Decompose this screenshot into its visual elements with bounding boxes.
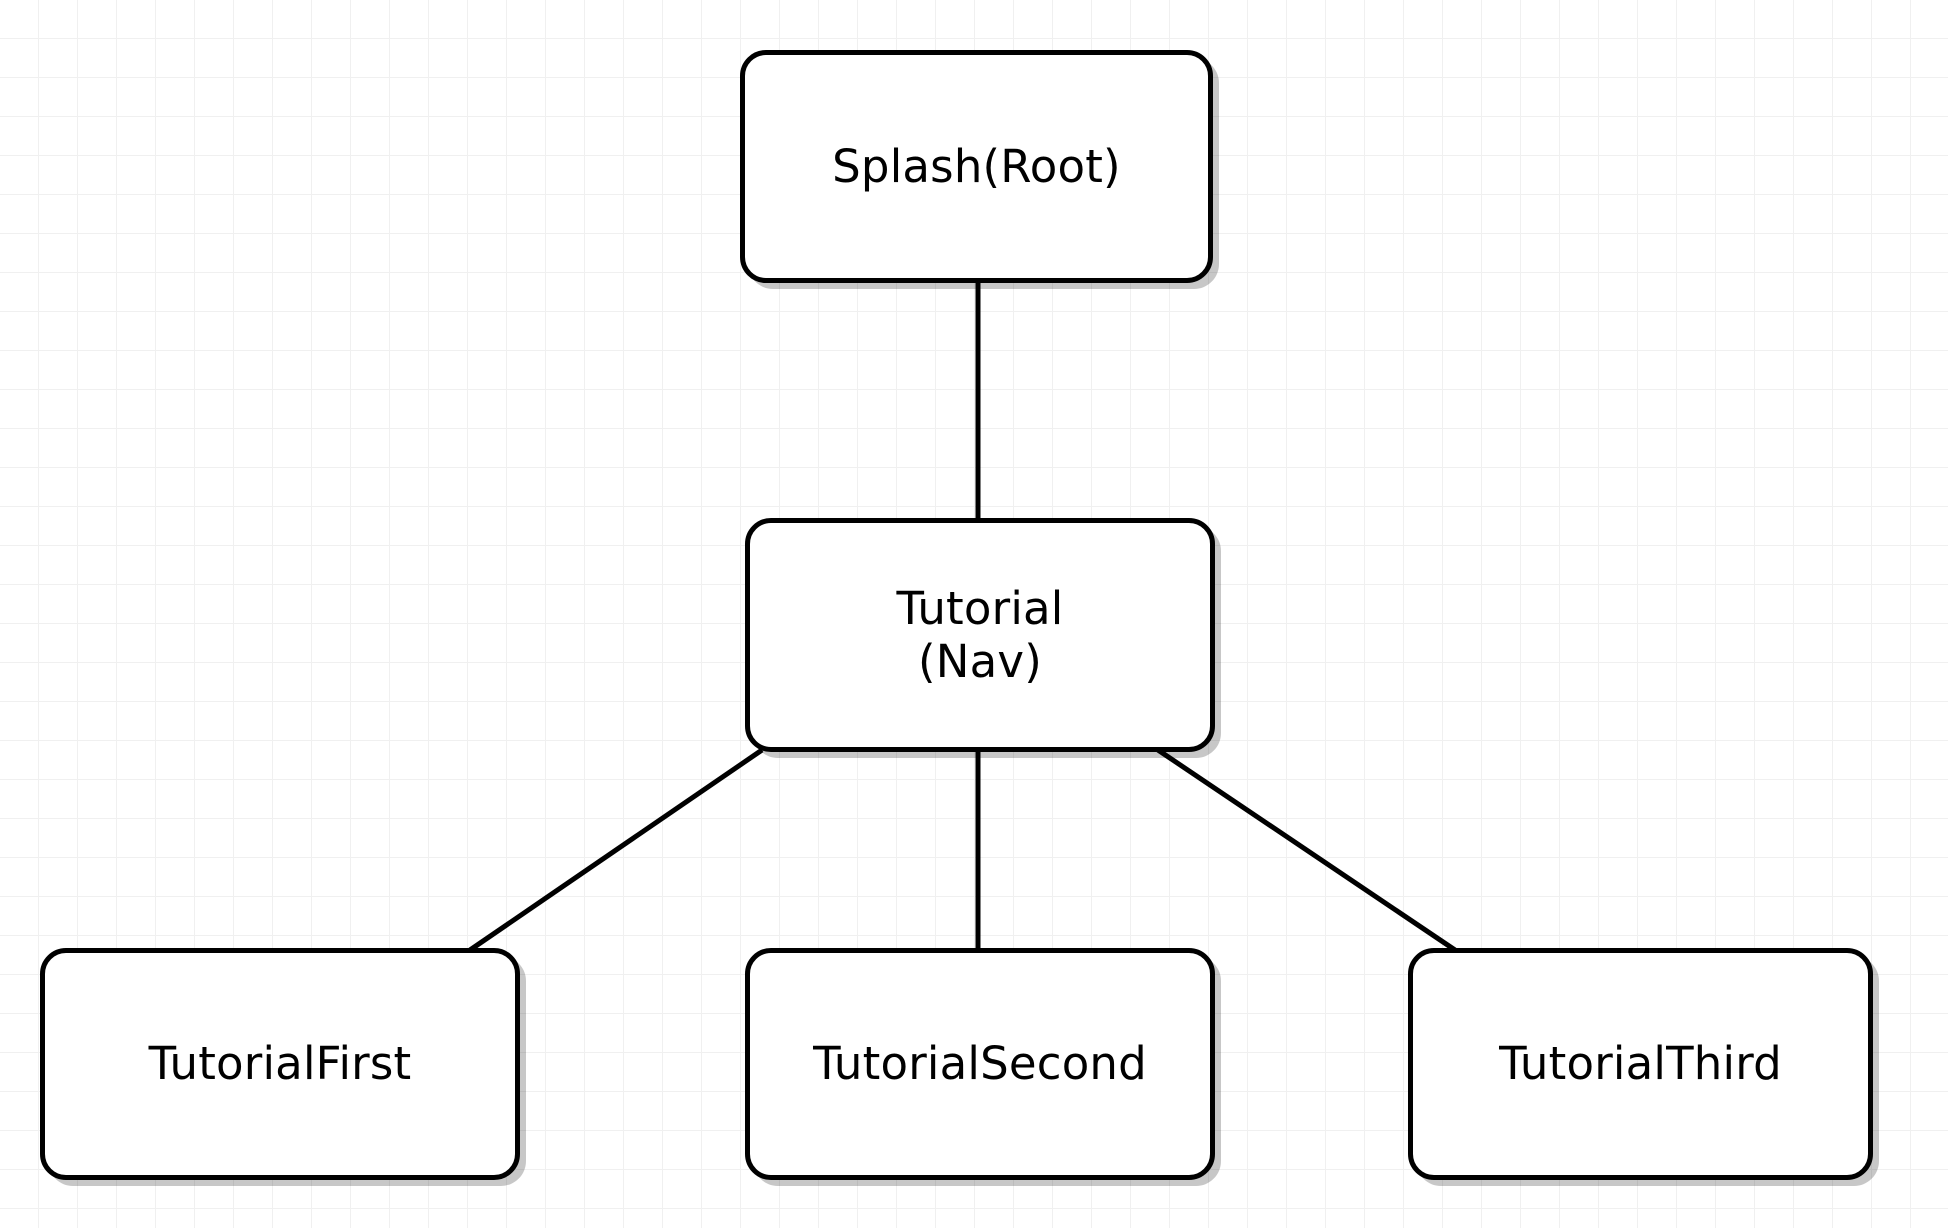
node-splash-root-label: Splash(Root) — [832, 139, 1121, 193]
edge-tutorial-to-first — [468, 747, 764, 953]
node-tutorial-first[interactable]: TutorialFirst — [40, 948, 520, 1180]
node-tutorial-second-label: TutorialSecond — [813, 1037, 1147, 1091]
node-splash-root[interactable]: Splash(Root) — [740, 50, 1213, 283]
node-tutorial-third-label: TutorialThird — [1499, 1037, 1782, 1091]
node-tutorial-nav-label: Tutorial (Nav) — [896, 581, 1064, 688]
node-tutorial-third[interactable]: TutorialThird — [1408, 948, 1873, 1180]
node-tutorial-first-label: TutorialFirst — [148, 1037, 412, 1091]
node-tutorial-second[interactable]: TutorialSecond — [745, 948, 1215, 1180]
node-tutorial-nav[interactable]: Tutorial (Nav) — [745, 518, 1215, 752]
edge-tutorial-to-third — [1156, 747, 1457, 953]
